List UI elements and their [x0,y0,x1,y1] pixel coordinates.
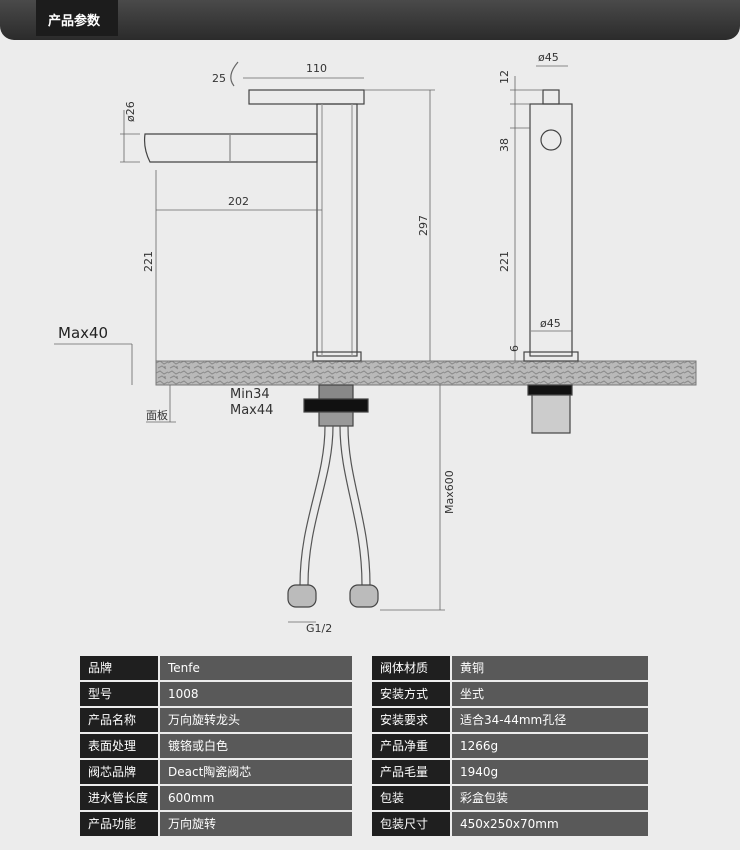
spec-value: 450x250x70mm [452,812,648,836]
spec-value: 黄铜 [452,656,648,680]
dimension-lines [54,65,572,623]
spec-value: 坐式 [452,682,648,706]
spec-key: 阀芯品牌 [80,760,158,784]
dim-297: 297 [417,215,430,236]
dim-phi45-base: ø45 [540,317,561,330]
dim-phi26: ø26 [124,101,137,122]
spec-key: 型号 [80,682,158,706]
spec-key: 产品净重 [372,734,450,758]
dim-max44: Max44 [230,403,273,418]
dim-38: 38 [498,138,511,152]
spec-value: Deact陶瓷阀芯 [160,760,352,784]
header-tab: 产品参数 [36,0,118,36]
spec-value: 适合34-44mm孔径 [452,708,648,732]
spec-value: 万向旋转龙头 [160,708,352,732]
dim-221-right: 221 [498,251,511,272]
header-bar: 产品参数 [0,0,740,40]
spec-key: 产品毛量 [372,760,450,784]
dimension-labels: 25 110 ø26 202 221 297 Max40 Min34 Max44… [58,51,561,635]
spec-value: 1008 [160,682,352,706]
spec-key: 包装 [372,786,450,810]
dim-max40: Max40 [58,324,108,342]
header-title: 产品参数 [48,14,101,29]
dim-25: 25 [212,72,226,85]
panel-label: 面板 [146,408,168,422]
dim-202: 202 [228,195,249,208]
spec-key: 阀体材质 [372,656,450,680]
spec-key: 产品名称 [80,708,158,732]
dim-g12: G1/2 [306,622,332,635]
spec-key: 包装尺寸 [372,812,450,836]
spec-value: Tenfe [160,656,352,680]
dim-min34: Min34 [230,387,270,402]
dim-phi45-top: ø45 [538,51,559,64]
spec-key: 产品功能 [80,812,158,836]
faucet-front-view [143,61,379,608]
faucet-side-view [523,89,579,434]
spec-key: 进水管长度 [80,786,158,810]
dim-max600: Max600 [443,470,456,514]
spec-value: 600mm [160,786,352,810]
dim-110: 110 [306,62,327,75]
faucet-technical-drawing: 25 110 ø26 202 221 297 Max40 Min34 Max44… [54,51,697,635]
spec-key: 安装方式 [372,682,450,706]
dim-12: 12 [498,70,511,84]
spec-value: 1940g [452,760,648,784]
dim-6: 6 [508,345,521,352]
countertop [155,360,697,386]
spec-key: 安装要求 [372,708,450,732]
spec-value: 彩盒包装 [452,786,648,810]
spec-key: 品牌 [80,656,158,680]
spec-value: 1266g [452,734,648,758]
spec-key: 表面处理 [80,734,158,758]
spec-value: 万向旋转 [160,812,352,836]
dim-221-left: 221 [142,251,155,272]
spec-value: 镀铬或白色 [160,734,352,758]
